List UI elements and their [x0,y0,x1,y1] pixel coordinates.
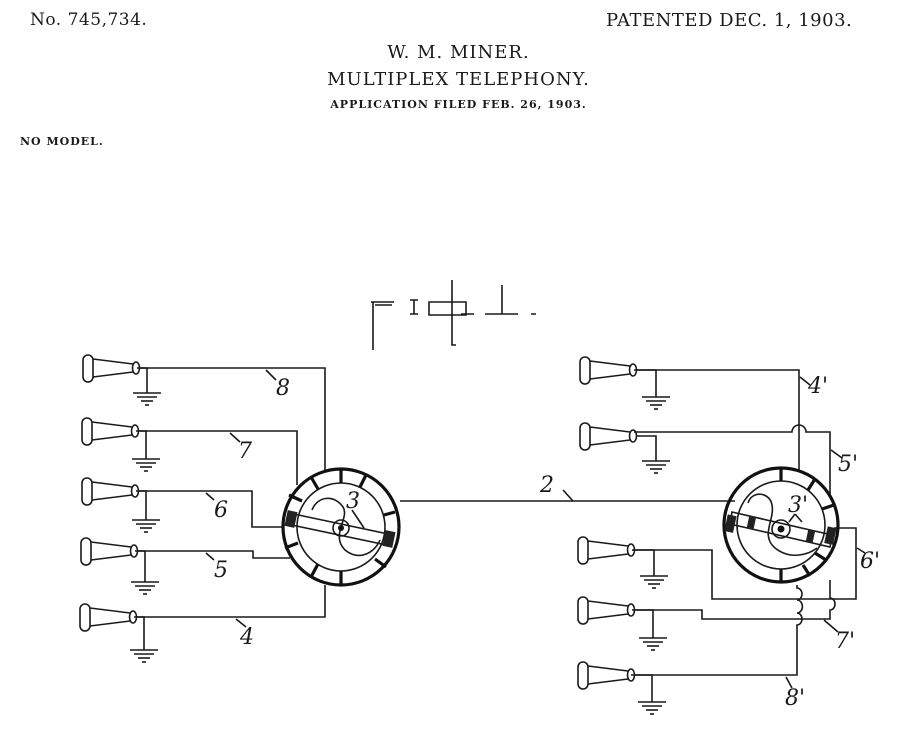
patent-number: No. 745,734. [30,10,148,30]
telephone-5-prime [579,422,671,474]
figure-label [371,280,536,350]
application-date: APPLICATION FILED FEB. 26, 1903. [330,98,587,111]
left-station: 8 7 6 5 4 3 [79,354,401,663]
telephone-7 [81,417,161,472]
patent-date: PATENTED DEC. 1, 1903. [606,10,853,31]
label-6-prime: 6' [860,549,880,574]
telephone-7-prime [577,596,668,651]
telephone-8 [82,354,162,406]
label-8: 8 [276,376,290,401]
model-note: NO MODEL. [20,135,104,148]
telephone-4-prime [579,356,671,410]
distributor-3-prime: 3' [722,466,840,584]
label-5-prime: 5' [838,452,858,477]
label-7-prime: 7' [835,629,855,654]
wire-6-prime [632,527,857,600]
right-station: 4' 5' 6' 7' 8' 3' [577,356,880,715]
wire-8-prime [631,585,804,676]
telephone-8-prime [577,661,667,715]
label-7: 7 [238,439,252,464]
label-distributor-3-prime: 3' [788,493,808,518]
telephone-6-prime [577,536,669,589]
label-5: 5 [214,558,228,583]
telephone-5 [80,537,160,595]
wire-4-prime [634,369,800,470]
wire-8 [137,367,326,472]
patent-title: MULTIPLEX TELEPHONY. [327,69,590,90]
label-distributor-3: 3 [346,489,360,514]
label-6: 6 [214,498,228,523]
telephone-6 [81,477,161,533]
telephone-4 [79,603,159,663]
wire-6 [136,490,284,528]
label-4-prime: 4' [807,374,828,399]
distributor-3: 3 [281,467,401,587]
wire-5 [135,550,290,559]
wire-7-prime [632,580,836,620]
label-4: 4 [239,625,254,650]
wire-7 [136,430,298,485]
line-label: 2 [539,473,554,498]
wire-5-prime [634,424,831,497]
wire-4 [134,585,326,618]
inventor-name: W. M. MINER. [387,42,530,63]
label-8-prime: 8' [785,686,805,711]
